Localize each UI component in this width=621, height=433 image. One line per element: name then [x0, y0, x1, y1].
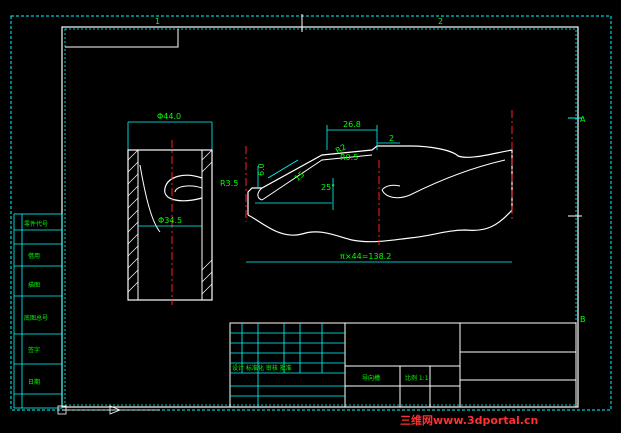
title-block-part-label: 导向槽 — [362, 374, 380, 382]
inner-frame-dashed — [64, 28, 577, 406]
title-block-row-caption: 设计 标准化 审核 批准 — [232, 364, 292, 372]
top-left-bracket — [65, 29, 179, 48]
zone-mark-right-b: B — [580, 315, 586, 324]
dim-radius-r35: R3.5 — [220, 179, 238, 188]
dim-pattern-length: π×44=138.2 — [340, 252, 391, 261]
inner-frame — [61, 26, 579, 408]
developed-view: 26.8 2 R2 R0.5 R3.5 6.0 15 25° π×44=138.… — [220, 110, 513, 263]
dim-slot-length: 26.8 — [343, 120, 361, 129]
watermark-text: 三维网www.3dportal.cn — [400, 413, 538, 427]
title-block — [229, 322, 577, 408]
title-block-scale-label: 比例 1:1 — [405, 374, 429, 382]
left-label-0: 零件代号 — [24, 220, 48, 228]
bottom-arrow — [109, 405, 122, 415]
zone-mark-right-a: A — [580, 115, 586, 124]
zone-mark-top-2: 2 — [438, 17, 443, 26]
left-label-3: 底图总号 — [24, 314, 48, 322]
dim-width-top: Φ44.0 — [157, 112, 181, 121]
left-label-5: 日期 — [28, 378, 40, 386]
left-label-1: 借用 — [28, 252, 40, 260]
left-label-2: 描图 — [28, 281, 40, 289]
title-block-grid — [230, 323, 345, 407]
dim-width-inner: Φ34.5 — [158, 216, 182, 225]
bottom-left-square — [57, 405, 67, 415]
dim-gap: 2 — [389, 134, 394, 143]
dim-radius-r05: R0.5 — [340, 153, 358, 162]
dim-angle-25: 25° — [321, 183, 335, 192]
left-title-column — [13, 213, 63, 409]
side-view: Φ34.5 Φ44.0 — [127, 112, 213, 305]
left-label-4: 签字 — [28, 346, 40, 354]
zone-mark-top-1: 1 — [155, 17, 160, 26]
outer-frame — [10, 15, 612, 411]
dim-height-6: 6.0 — [257, 163, 266, 176]
